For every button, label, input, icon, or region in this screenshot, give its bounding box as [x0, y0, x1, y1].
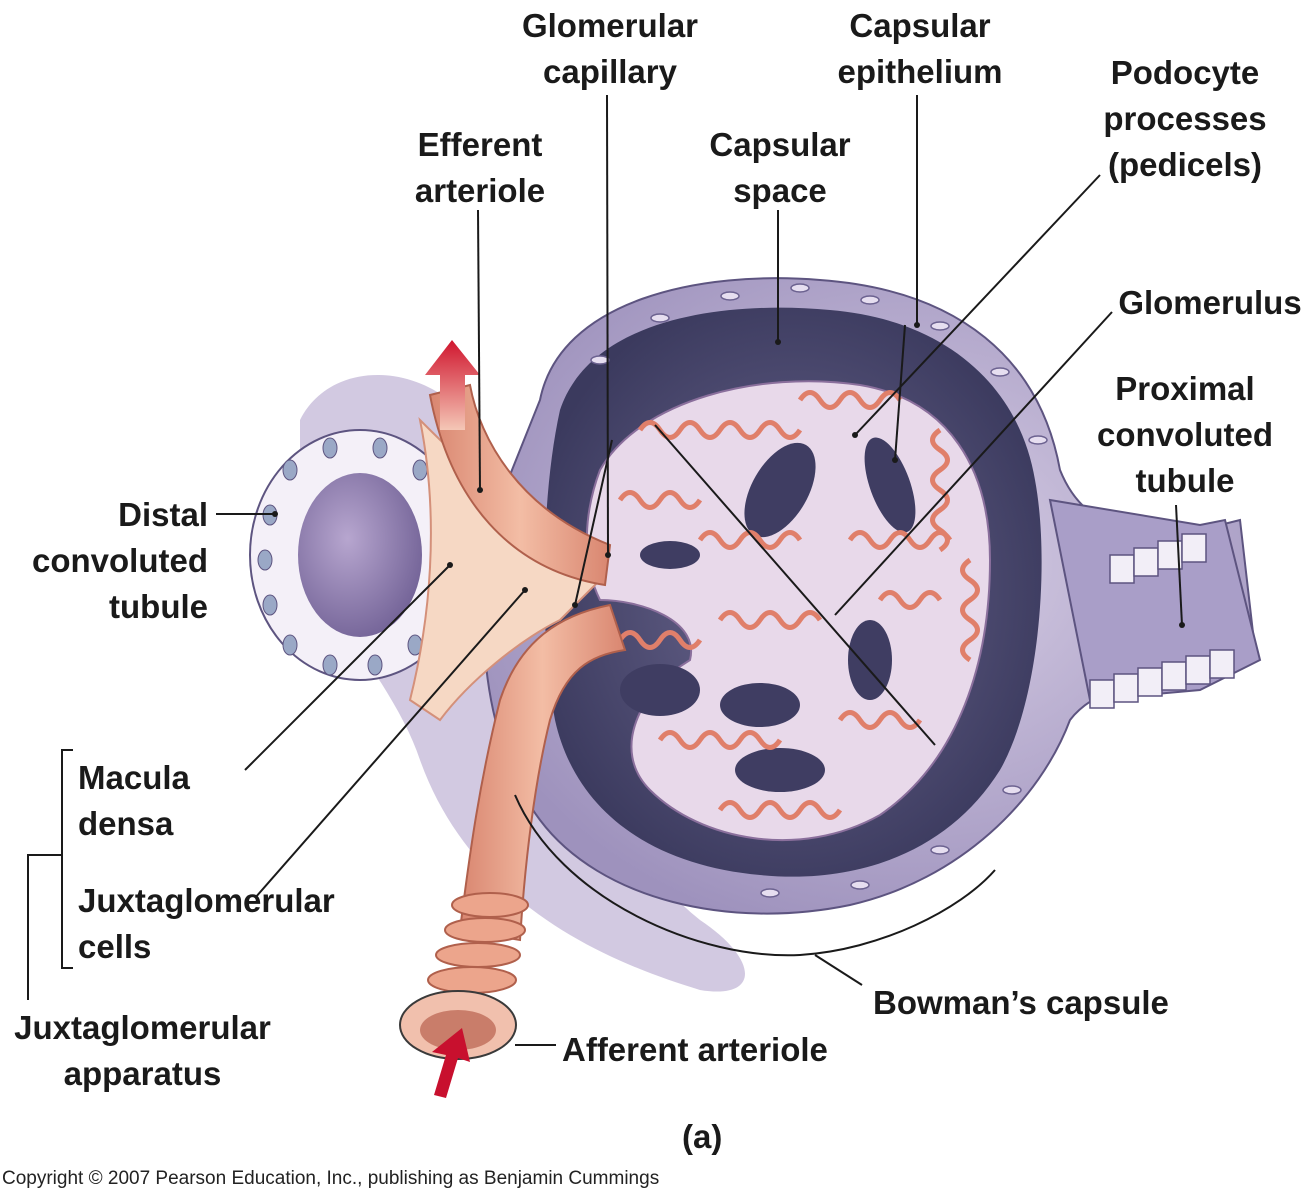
- afferent-coils: [427, 892, 529, 994]
- proximal-tubule-shape: [1048, 498, 1262, 709]
- glomerular-gaps: [620, 437, 916, 792]
- distal-tubule-shape: [249, 429, 471, 681]
- leader-lines: [27, 94, 1183, 1046]
- bowmans-capsule-outline: [514, 794, 996, 957]
- figure-label: (a): [682, 1118, 723, 1155]
- leader-dots: [272, 322, 1185, 628]
- efferent-arteriole-shape: [428, 383, 612, 587]
- label-bowmans-capsule: Bowman’s capsule: [873, 984, 1169, 1021]
- capsular-epithelium-cells: [590, 283, 1048, 898]
- copyright-notice: Copyright © 2007 Pearson Education, Inc.…: [2, 1168, 660, 1189]
- label-afferent-arteriole: Afferent arteriole: [562, 1031, 828, 1068]
- efferent-flow-arrow: [425, 340, 480, 430]
- glomerular-capillary-loops: [617, 390, 980, 820]
- afferent-flow-arrow: [432, 1028, 470, 1098]
- label-glomerulus: Glomerulus: [1118, 284, 1302, 321]
